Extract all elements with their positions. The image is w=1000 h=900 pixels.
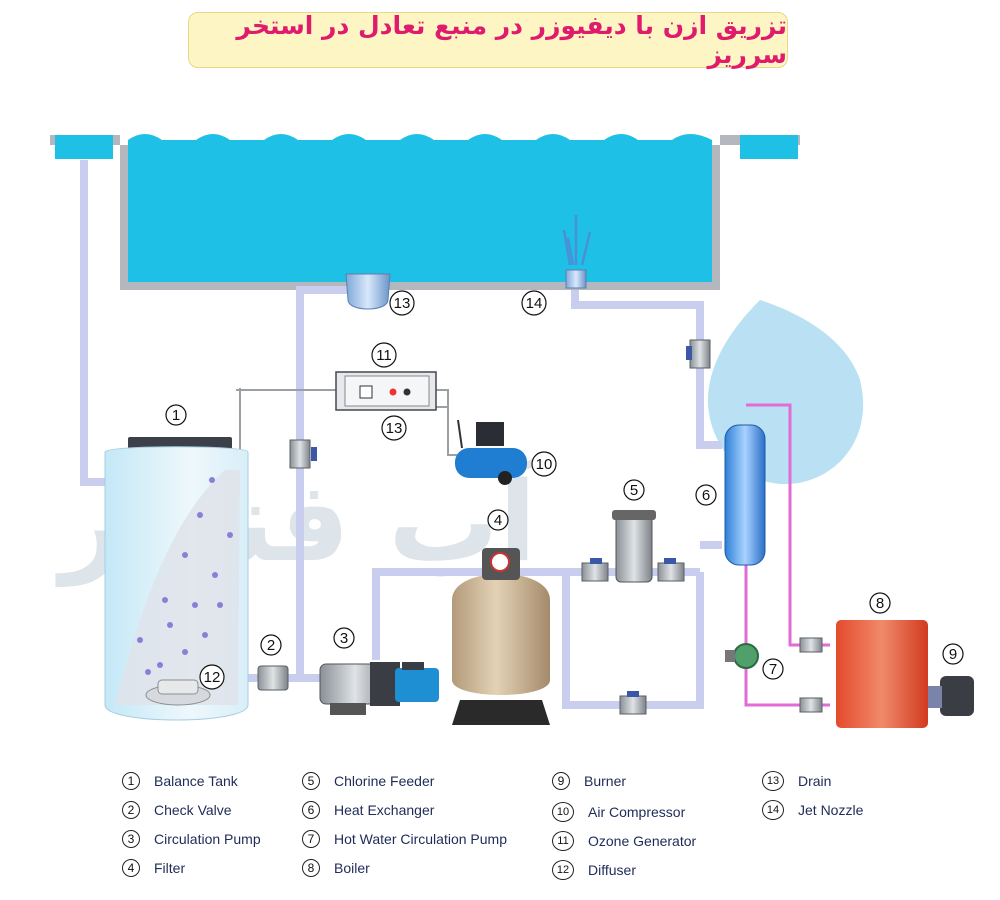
callout-3: 3 bbox=[333, 627, 355, 649]
callout-14: 14 bbox=[521, 290, 547, 316]
chlorine-feeder bbox=[612, 510, 656, 583]
air-compressor bbox=[455, 419, 527, 485]
callout-12: 12 bbox=[199, 664, 225, 690]
heat-exchanger bbox=[724, 424, 766, 566]
callout-13-drain: 13 bbox=[389, 290, 415, 316]
title-banner: تزریق ازن با دیفیوزر در منبع تعادل در اس… bbox=[188, 11, 788, 69]
circulation-pump bbox=[319, 662, 439, 715]
valves bbox=[289, 339, 823, 715]
callout-2: 2 bbox=[260, 634, 282, 656]
callout-7: 7 bbox=[762, 658, 784, 680]
callout-13-ozone: 13 bbox=[381, 415, 407, 441]
callout-6: 6 bbox=[695, 484, 717, 506]
check-valve bbox=[257, 665, 289, 691]
callout-10: 10 bbox=[531, 451, 557, 477]
svg-text:12: 12 bbox=[204, 669, 221, 686]
callout-9: 9 bbox=[942, 643, 964, 665]
boiler bbox=[836, 620, 928, 728]
callout-8: 8 bbox=[869, 592, 891, 614]
svg-text:13: 13 bbox=[386, 420, 403, 437]
svg-text:7: 7 bbox=[769, 661, 777, 678]
svg-text:5: 5 bbox=[630, 482, 638, 499]
jet-nozzle bbox=[562, 215, 592, 289]
svg-text:3: 3 bbox=[340, 630, 348, 647]
svg-text:8: 8 bbox=[876, 595, 884, 612]
overflow-gutter-right bbox=[740, 135, 798, 159]
callout-1: 1 bbox=[165, 404, 187, 426]
ozone-bubbles bbox=[137, 477, 233, 675]
callout-11: 11 bbox=[371, 342, 397, 368]
sand-filter bbox=[452, 548, 550, 725]
diagram-callouts: 1 2 3 4 5 6 7 8 9 10 11 12 13 13 14 bbox=[165, 290, 964, 690]
svg-text:13: 13 bbox=[394, 295, 411, 312]
balance-tank bbox=[104, 437, 249, 721]
svg-text:1: 1 bbox=[172, 407, 180, 424]
svg-text:2: 2 bbox=[267, 637, 275, 654]
page-title: تزریق ازن با دیفیوزر در منبع تعادل در اس… bbox=[236, 11, 787, 69]
svg-text:10: 10 bbox=[536, 456, 553, 473]
drain bbox=[345, 273, 391, 310]
swimming-pool bbox=[50, 134, 800, 290]
svg-text:4: 4 bbox=[494, 512, 502, 529]
svg-text:11: 11 bbox=[376, 347, 392, 364]
burner bbox=[928, 676, 974, 716]
overflow-gutter-left bbox=[55, 135, 113, 159]
svg-text:14: 14 bbox=[526, 295, 543, 312]
callout-5: 5 bbox=[623, 479, 645, 501]
hot-water-pump bbox=[725, 643, 759, 669]
svg-text:6: 6 bbox=[702, 487, 710, 504]
ozone-generator bbox=[335, 371, 437, 411]
callout-4: 4 bbox=[487, 509, 509, 531]
diffuser-disc bbox=[145, 679, 211, 706]
svg-text:9: 9 bbox=[949, 646, 957, 663]
